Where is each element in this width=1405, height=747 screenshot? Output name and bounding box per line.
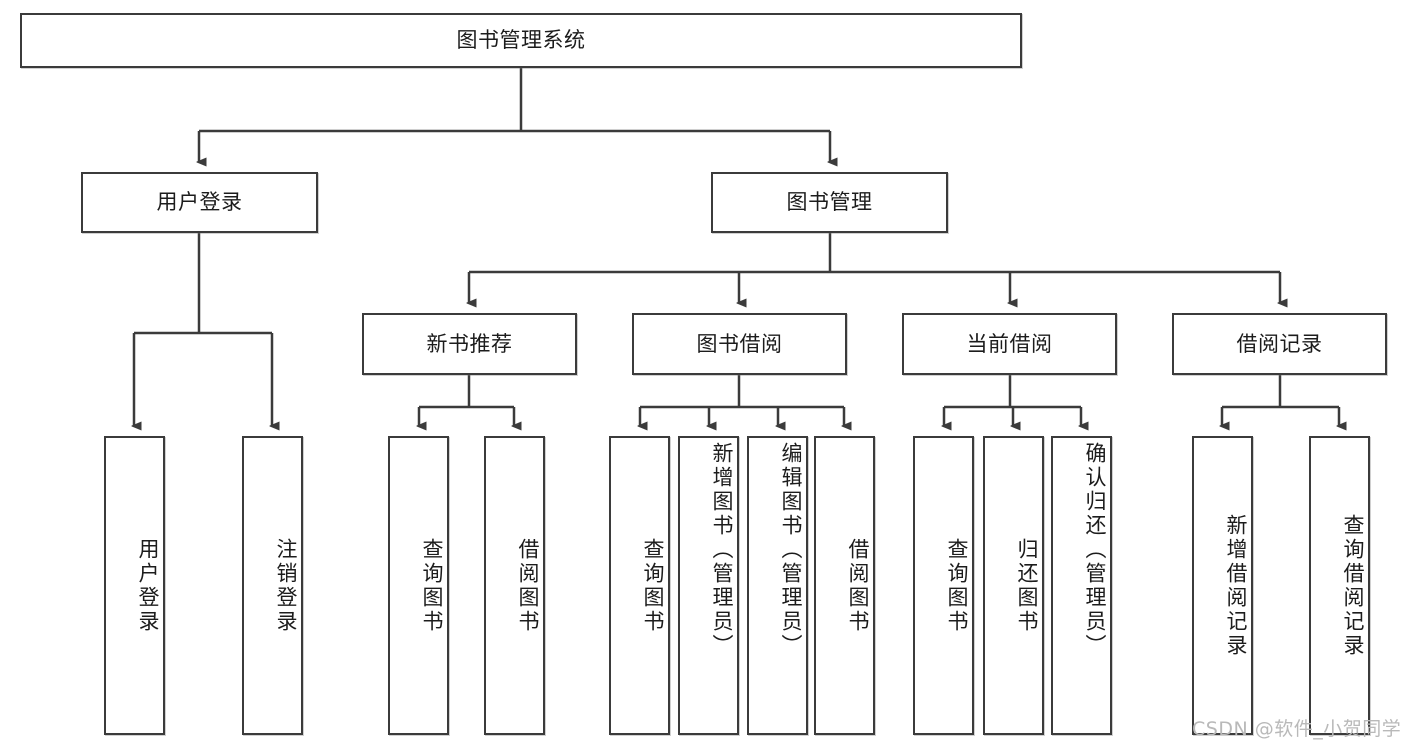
leaf-label-wrap: 编辑图书（管理员） [749,438,806,733]
leaf-borrow-borrow-book[interactable]: 借阅图书 [814,436,875,735]
node-label: 新增图书（管理员） [710,442,734,658]
leaf-label-wrap: 借阅图书 [816,438,873,733]
node-label: 确认归还（管理员） [1083,442,1107,658]
node-label: 查询图书 [641,537,665,634]
leaf-user-login-login[interactable]: 用户登录 [104,436,165,735]
node-label: 编辑图书（管理员） [779,442,803,658]
node-label: 查询图书 [945,537,969,634]
leaf-label-wrap: 确认归还（管理员） [1053,438,1110,733]
node-label: 图书管理 [786,190,873,215]
leaf-label-wrap: 查询图书 [611,438,668,733]
node-label: 注销登录 [274,537,298,634]
leaf-borrow-add-book-admin[interactable]: 新增图书（管理员） [678,436,739,735]
node-label: 新书推荐 [426,331,513,356]
leaf-record-query-record[interactable]: 查询借阅记录 [1309,436,1370,735]
leaf-borrow-edit-book-admin[interactable]: 编辑图书（管理员） [747,436,808,735]
node-new-book-recommend[interactable]: 新书推荐 [362,313,577,375]
leaf-label-wrap: 查询借阅记录 [1311,438,1368,733]
leaf-label-wrap: 注销登录 [244,438,301,733]
node-label: 归还图书 [1015,537,1039,634]
node-label: 图书借阅 [696,331,783,356]
leaf-label-wrap: 新增借阅记录 [1194,438,1251,733]
leaf-label-wrap: 用户登录 [106,438,163,733]
node-label: 借阅图书 [846,537,870,634]
node-label: 图书管理系统 [456,28,586,53]
node-current-borrow[interactable]: 当前借阅 [902,313,1117,375]
node-label: 借阅图书 [516,537,540,634]
node-label: 新增借阅记录 [1224,513,1248,658]
node-borrow-record[interactable]: 借阅记录 [1172,313,1387,375]
node-label: 借阅记录 [1236,331,1323,356]
leaf-label-wrap: 借阅图书 [486,438,543,733]
node-label: 查询借阅记录 [1341,513,1365,658]
leaf-current-query-book[interactable]: 查询图书 [913,436,974,735]
leaf-label-wrap: 新增图书（管理员） [680,438,737,733]
leaf-label-wrap: 归还图书 [985,438,1042,733]
leaf-label-wrap: 查询图书 [390,438,447,733]
node-book-management[interactable]: 图书管理 [711,172,948,233]
leaf-recommend-borrow-book[interactable]: 借阅图书 [484,436,545,735]
leaf-record-add-record[interactable]: 新增借阅记录 [1192,436,1253,735]
node-root-system[interactable]: 图书管理系统 [20,13,1022,68]
node-label: 用户登录 [136,537,160,634]
leaf-label-wrap: 查询图书 [915,438,972,733]
leaf-current-confirm-return-admin[interactable]: 确认归还（管理员） [1051,436,1112,735]
node-user-login[interactable]: 用户登录 [81,172,318,233]
leaf-user-login-logout[interactable]: 注销登录 [242,436,303,735]
node-label: 用户登录 [156,190,243,215]
node-label: 查询图书 [420,537,444,634]
leaf-current-return-book[interactable]: 归还图书 [983,436,1044,735]
node-book-borrow[interactable]: 图书借阅 [632,313,847,375]
leaf-borrow-query-book[interactable]: 查询图书 [609,436,670,735]
node-label: 当前借阅 [966,331,1053,356]
csdn-watermark: CSDN @软件_小贺同学 [1192,718,1402,740]
leaf-recommend-query-book[interactable]: 查询图书 [388,436,449,735]
